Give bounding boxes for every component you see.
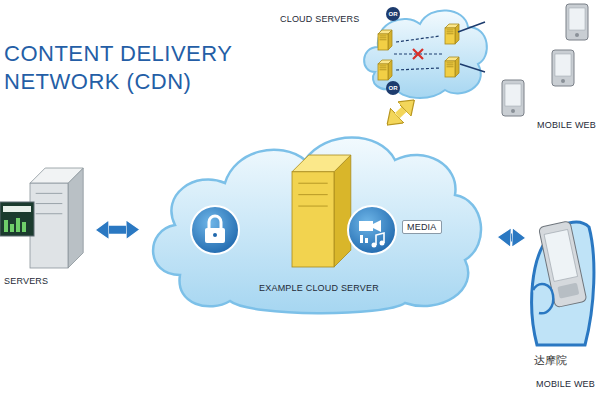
or-badge: OR bbox=[386, 81, 400, 95]
node-label: MOBILE WEB bbox=[537, 120, 596, 130]
diagram-title: CONTENT DELIVERY NETWORK (CDN) bbox=[4, 40, 254, 96]
node-label: MEDIA bbox=[407, 222, 437, 232]
watermark: 达摩院 bbox=[532, 353, 569, 367]
cloud-servers: CLOUD SERVERS bbox=[280, 2, 490, 100]
node-label: CLOUD SERVERS bbox=[280, 14, 359, 24]
node-label: SERVERS bbox=[4, 276, 48, 286]
media-tag: MEDIA bbox=[402, 220, 442, 234]
node-label: MOBILE WEB bbox=[525, 379, 600, 389]
connector-arrow bbox=[397, 109, 404, 115]
cloud-region: EXAMPLE CLOUD SERVER MEDIA bbox=[140, 125, 498, 315]
or-badge: OR bbox=[386, 7, 400, 21]
connector-arrow bbox=[109, 226, 126, 234]
origin-server: SERVERS bbox=[0, 160, 95, 300]
node-label: EXAMPLE CLOUD SERVER bbox=[140, 283, 498, 293]
mobile-devices: MOBILE WEB bbox=[500, 0, 598, 135]
connector-arrow bbox=[507, 234, 516, 242]
mobile-devices-outline bbox=[500, 0, 598, 135]
